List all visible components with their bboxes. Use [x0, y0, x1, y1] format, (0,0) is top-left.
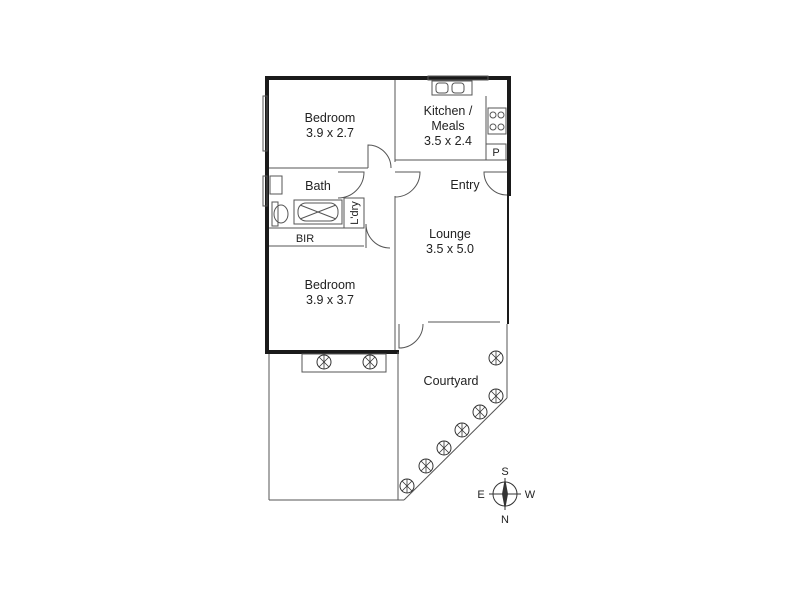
kitchen-sink: [431, 80, 473, 96]
doors: [337, 144, 508, 349]
bath-name: Bath: [305, 179, 331, 193]
courtyard-name: Courtyard: [424, 374, 479, 388]
bath-window: [262, 175, 268, 207]
kitchen-cooktop: [487, 107, 507, 135]
entry-name: Entry: [450, 178, 480, 192]
compass-north: N: [501, 514, 509, 526]
compass-east: E: [477, 489, 484, 501]
compass: S N E W: [477, 466, 535, 526]
toilet: [271, 201, 289, 227]
courtyard-plants: [316, 350, 504, 494]
lounge-name: Lounge: [429, 227, 471, 241]
basin: [269, 175, 283, 195]
compass-west: W: [525, 489, 536, 501]
kitchen-name-line2: Meals: [431, 119, 464, 133]
bathtub: [293, 199, 343, 225]
bedroom2-size: 3.9 x 3.7: [306, 293, 354, 307]
pantry-box: [485, 143, 507, 161]
lounge-size: 3.5 x 5.0: [426, 242, 474, 256]
kitchen-size: 3.5 x 2.4: [424, 134, 472, 148]
pantry-name: P: [492, 147, 499, 159]
kitchen-name-line1: Kitchen /: [424, 104, 473, 118]
laundry-name: L'dry: [349, 201, 361, 225]
compass-south: S: [501, 466, 508, 478]
bedroom1-name: Bedroom: [305, 111, 356, 125]
compass-needle-icon: [502, 478, 508, 510]
bir-name: BIR: [296, 233, 314, 245]
bedroom-window: [262, 95, 268, 152]
bedroom2-name: Bedroom: [305, 278, 356, 292]
courtyard-outline: [268, 324, 508, 501]
kitchen-window: [427, 75, 489, 81]
bedroom1-size: 3.9 x 2.7: [306, 126, 354, 140]
interior-walls: [269, 80, 507, 350]
exterior-walls: [265, 76, 511, 354]
